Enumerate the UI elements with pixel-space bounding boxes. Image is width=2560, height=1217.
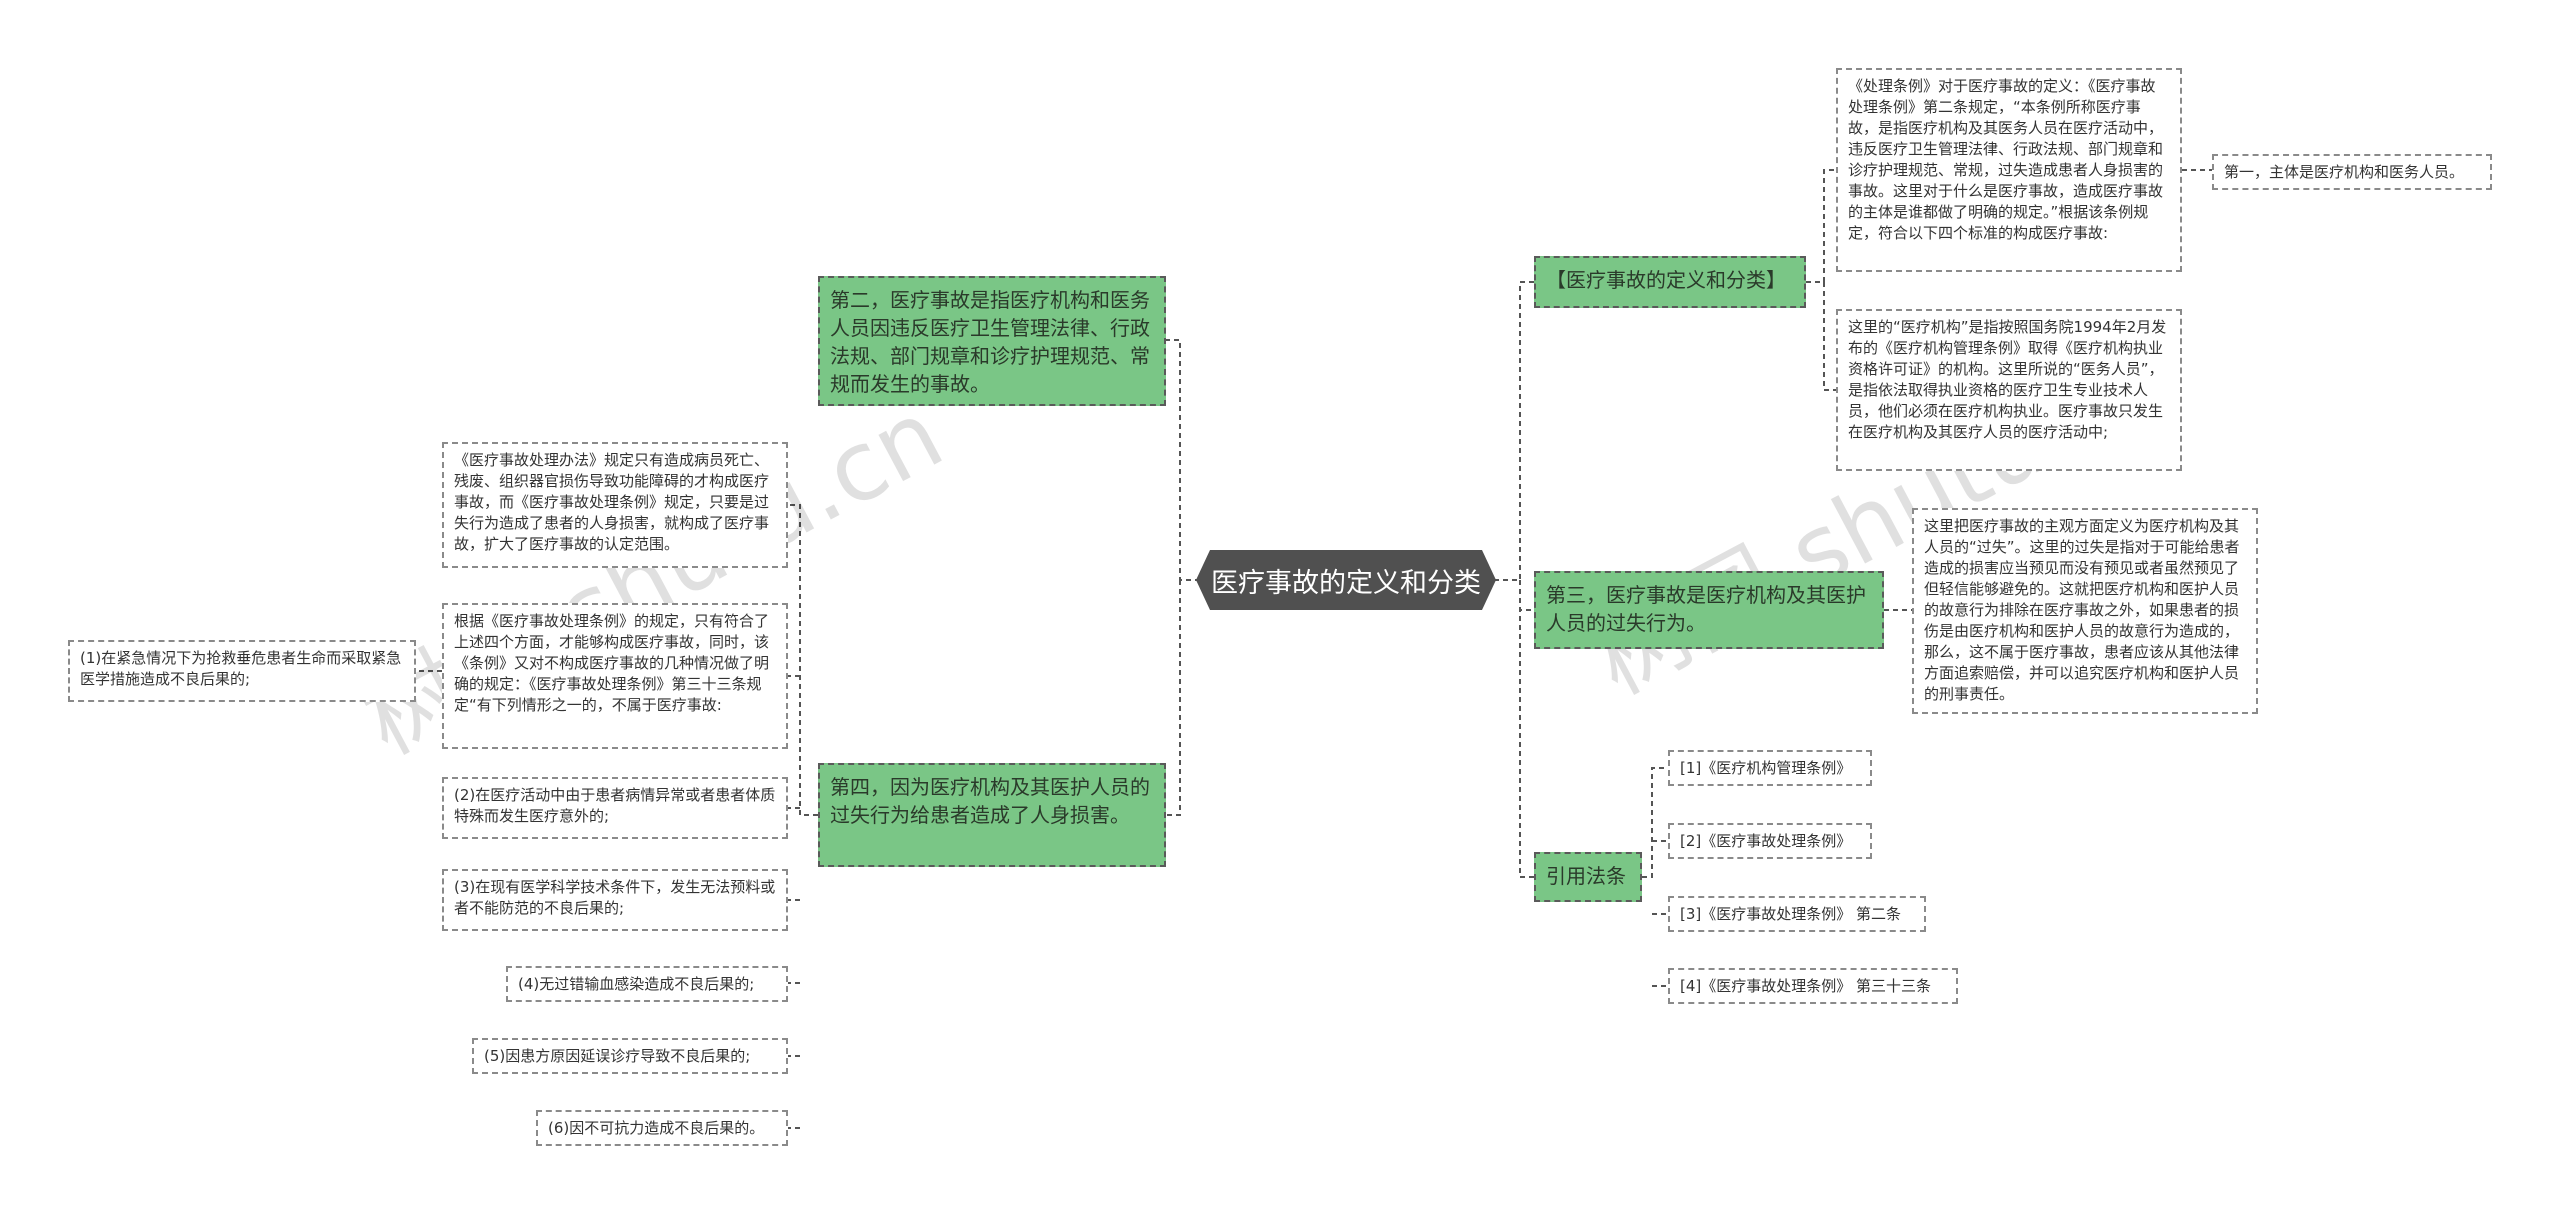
leaf-text: [2]《医疗事故处理条例》 <box>1680 832 1852 850</box>
leaf-text: (1)在紧急情况下为抢救垂危患者生命而采取紧急医学措施造成不良后果的; <box>80 649 402 688</box>
fourth-child-7[interactable]: (6)因不可抗力造成不良后果的。 <box>536 1110 788 1146</box>
fourth-child-1[interactable]: 《医疗事故处理办法》规定只有造成病员死亡、残废、组织器官损伤导致功能障碍的才构成… <box>442 442 788 568</box>
leaf-text: 根据《医疗事故处理条例》的规定，只有符合了上述四个方面，才能够构成医疗事故，同时… <box>454 612 770 714</box>
fourth-grandchild-1[interactable]: (1)在紧急情况下为抢救垂危患者生命而采取紧急医学措施造成不良后果的; <box>68 640 416 702</box>
definition-grandchild-1[interactable]: 第一，主体是医疗机构和医务人员。 <box>2212 154 2492 190</box>
definition-child-2[interactable]: 这里的“医疗机构”是指按照国务院1994年2月发布的《医疗机构管理条例》取得《医… <box>1836 309 2182 471</box>
leaf-text: (6)因不可抗力造成不良后果的。 <box>548 1119 765 1137</box>
leaf-text: (2)在医疗活动中由于患者病情异常或者患者体质特殊而发生医疗意外的; <box>454 786 776 825</box>
leaf-text: (3)在现有医学科学技术条件下，发生无法预料或者不能防范的不良后果的; <box>454 878 776 917</box>
branch-third[interactable]: 第三，医疗事故是医疗机构及其医护人员的过失行为。 <box>1534 571 1884 649</box>
branch-references-label: 引用法条 <box>1546 864 1626 888</box>
reference-item-2[interactable]: [2]《医疗事故处理条例》 <box>1668 823 1872 859</box>
reference-item-3[interactable]: [3]《医疗事故处理条例》 第二条 <box>1668 896 1926 932</box>
definition-child-1[interactable]: 《处理条例》对于医疗事故的定义：《医疗事故处理条例》第二条规定，“本条例所称医疗… <box>1836 68 2182 272</box>
branch-second[interactable]: 第二，医疗事故是指医疗机构和医务人员因违反医疗卫生管理法律、行政法规、部门规章和… <box>818 276 1166 406</box>
leaf-text: (4)无过错输血感染造成不良后果的; <box>518 975 755 993</box>
leaf-text: 《处理条例》对于医疗事故的定义：《医疗事故处理条例》第二条规定，“本条例所称医疗… <box>1848 77 2164 242</box>
leaf-text: [3]《医疗事故处理条例》 第二条 <box>1680 905 1902 923</box>
root-label: 医疗事故的定义和分类 <box>1211 567 1481 599</box>
leaf-text: 第一，主体是医疗机构和医务人员。 <box>2224 163 2465 181</box>
branch-second-label: 第二，医疗事故是指医疗机构和医务人员因违反医疗卫生管理法律、行政法规、部门规章和… <box>830 288 1150 396</box>
branch-fourth-label: 第四，因为医疗机构及其医护人员的过失行为给患者造成了人身损害。 <box>830 775 1150 827</box>
leaf-text: 这里的“医疗机构”是指按照国务院1994年2月发布的《医疗机构管理条例》取得《医… <box>1848 318 2167 441</box>
root-node[interactable]: 医疗事故的定义和分类 <box>1196 550 1496 610</box>
fourth-child-5[interactable]: (4)无过错输血感染造成不良后果的; <box>506 966 788 1002</box>
branch-definition[interactable]: 【医疗事故的定义和分类】 <box>1534 256 1806 308</box>
branch-fourth[interactable]: 第四，因为医疗机构及其医护人员的过失行为给患者造成了人身损害。 <box>818 763 1166 867</box>
fourth-child-6[interactable]: (5)因患方原因延误诊疗导致不良后果的; <box>472 1038 788 1074</box>
branch-definition-label: 【医疗事故的定义和分类】 <box>1546 268 1786 292</box>
leaf-text: 《医疗事故处理办法》规定只有造成病员死亡、残废、组织器官损伤导致功能障碍的才构成… <box>454 451 770 553</box>
third-child-1[interactable]: 这里把医疗事故的主观方面定义为医疗机构及其人员的“过失”。这里的过失是指对于可能… <box>1912 508 2258 714</box>
reference-item-4[interactable]: [4]《医疗事故处理条例》 第三十三条 <box>1668 968 1958 1004</box>
fourth-child-4[interactable]: (3)在现有医学科学技术条件下，发生无法预料或者不能防范的不良后果的; <box>442 869 788 931</box>
fourth-child-3[interactable]: (2)在医疗活动中由于患者病情异常或者患者体质特殊而发生医疗意外的; <box>442 777 788 839</box>
leaf-text: 这里把医疗事故的主观方面定义为医疗机构及其人员的“过失”。这里的过失是指对于可能… <box>1924 517 2240 703</box>
branch-third-label: 第三，医疗事故是医疗机构及其医护人员的过失行为。 <box>1546 583 1866 635</box>
leaf-text: [1]《医疗机构管理条例》 <box>1680 759 1852 777</box>
reference-item-1[interactable]: [1]《医疗机构管理条例》 <box>1668 750 1872 786</box>
leaf-text: [4]《医疗事故处理条例》 第三十三条 <box>1680 977 1932 995</box>
branch-references[interactable]: 引用法条 <box>1534 852 1642 902</box>
fourth-child-2[interactable]: 根据《医疗事故处理条例》的规定，只有符合了上述四个方面，才能够构成医疗事故，同时… <box>442 603 788 749</box>
leaf-text: (5)因患方原因延误诊疗导致不良后果的; <box>484 1047 751 1065</box>
